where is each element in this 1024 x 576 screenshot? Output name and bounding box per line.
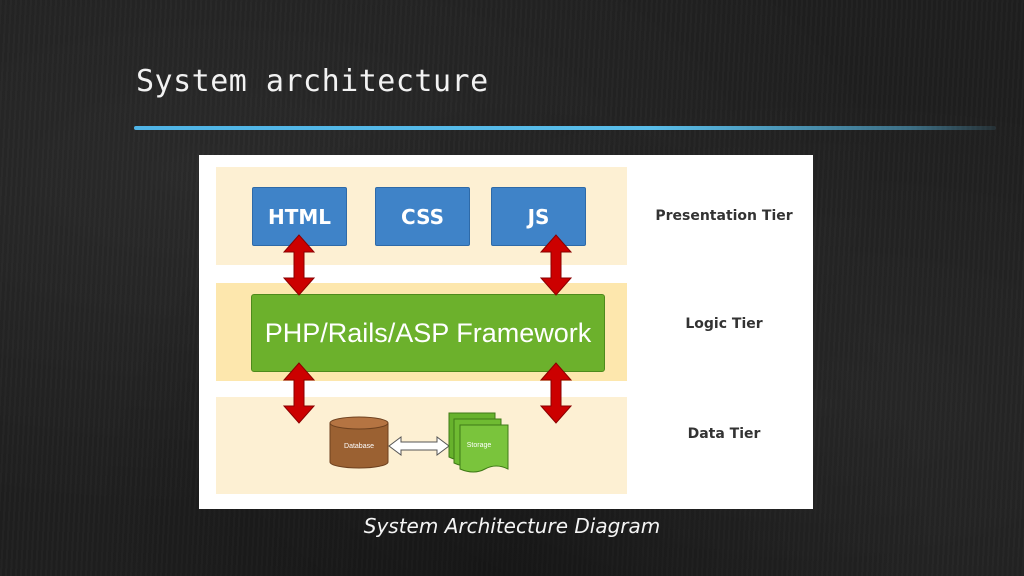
architecture-diagram: HTML CSS JS PHP/Rails/ASP Framework Data… — [199, 155, 813, 509]
logic-data-arrow-right — [540, 362, 572, 424]
storage-label: Storage — [467, 442, 492, 449]
data-tier-label: Data Tier — [687, 426, 761, 442]
framework-box: PHP/Rails/ASP Framework — [251, 294, 605, 372]
diagram-caption: System Architecture Diagram — [363, 514, 661, 538]
logic-tier-label: Logic Tier — [685, 316, 763, 332]
logic-data-arrow-left — [283, 362, 315, 424]
diagram-connectors: Database Storage — [283, 234, 572, 473]
presentation-tier-label: Presentation Tier — [655, 208, 793, 224]
slide-title: System architecture — [136, 64, 489, 99]
storage-icon: Storage — [448, 412, 509, 473]
database-storage-arrow — [388, 436, 450, 456]
js-box: JS — [491, 187, 586, 246]
js-logic-arrow — [540, 234, 572, 296]
css-box: CSS — [375, 187, 470, 246]
database-icon: Database — [329, 416, 389, 469]
html-logic-arrow — [283, 234, 315, 296]
title-underline — [134, 126, 996, 130]
database-label: Database — [344, 443, 374, 450]
